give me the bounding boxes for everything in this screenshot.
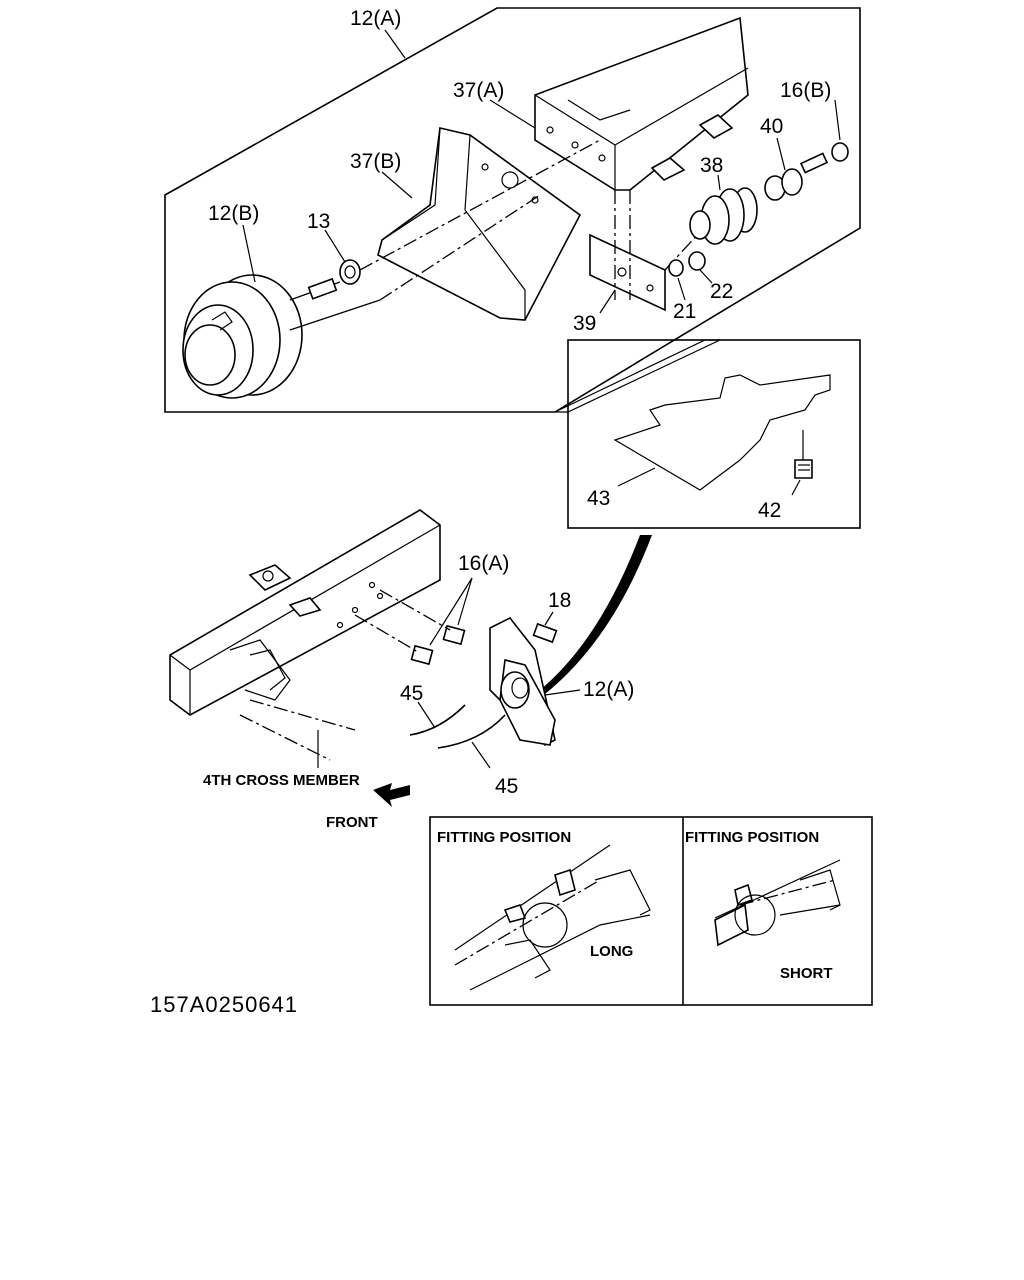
callout-38: 38 — [700, 154, 723, 177]
callout-22: 22 — [710, 280, 733, 303]
fitting-short-value: SHORT — [780, 965, 833, 982]
leader-line-42 — [791, 479, 801, 496]
frame-cross-member — [169, 509, 441, 761]
leader-lines-upper — [242, 29, 841, 314]
hoses-45 — [409, 704, 506, 749]
drawing-code: 157A0250641 — [150, 992, 298, 1017]
callout-18: 18 — [548, 589, 571, 612]
callout-42: 42 — [758, 499, 781, 522]
bolts-16a — [354, 589, 466, 666]
callout-40: 40 — [760, 115, 783, 138]
leader-lines-lower — [317, 577, 581, 769]
callout-13: 13 — [307, 210, 330, 233]
leader-line-43 — [617, 467, 656, 487]
fitting-long-value: LONG — [590, 943, 633, 960]
callout-21: 21 — [673, 300, 696, 323]
callout-12b: 12(B) — [208, 202, 259, 225]
fitting-short-sketch — [714, 859, 841, 947]
nut-16b — [831, 142, 849, 162]
front-arrow-icon — [373, 783, 410, 807]
callout-45-lower: 45 — [495, 775, 518, 798]
callout-37a: 37(A) — [453, 79, 504, 102]
fitting-short-title: FITTING POSITION — [685, 829, 819, 846]
callout-45-upper: 45 — [400, 682, 423, 705]
nut-13 — [339, 259, 361, 285]
assembly-axis-line — [379, 194, 541, 301]
booster-12a-mounted — [489, 616, 556, 746]
callout-37b: 37(B) — [350, 150, 401, 173]
plate-39 — [589, 190, 666, 312]
bolt-18 — [532, 611, 558, 644]
callout-16a: 16(A) — [458, 552, 509, 575]
assembly-axis-line — [359, 139, 601, 271]
callout-16b: 16(B) — [780, 79, 831, 102]
callout-12a-bottom: 12(A) — [583, 678, 634, 701]
fitting-long-title: FITTING POSITION — [437, 829, 571, 846]
nut-22 — [688, 251, 706, 271]
callout-43: 43 — [587, 487, 610, 510]
fitting-long-sketch — [454, 844, 651, 991]
washer-21 — [668, 259, 684, 277]
inset-frame — [567, 339, 861, 529]
cross-member-label: 4TH CROSS MEMBER — [203, 772, 360, 789]
rubber-bush-38 — [689, 187, 758, 245]
bolt-42 — [794, 430, 813, 479]
bush-40 — [764, 152, 829, 201]
callout-39: 39 — [573, 312, 596, 335]
booster-12b — [182, 274, 381, 399]
fitting-position-frame — [429, 816, 873, 1006]
callout-arrow — [540, 535, 652, 694]
bracket-37b — [377, 127, 582, 321]
callout-12a-top: 12(A) — [350, 7, 401, 30]
cover-43 — [613, 374, 831, 491]
exploded-view-frame — [164, 7, 861, 413]
front-label: FRONT — [326, 814, 378, 831]
